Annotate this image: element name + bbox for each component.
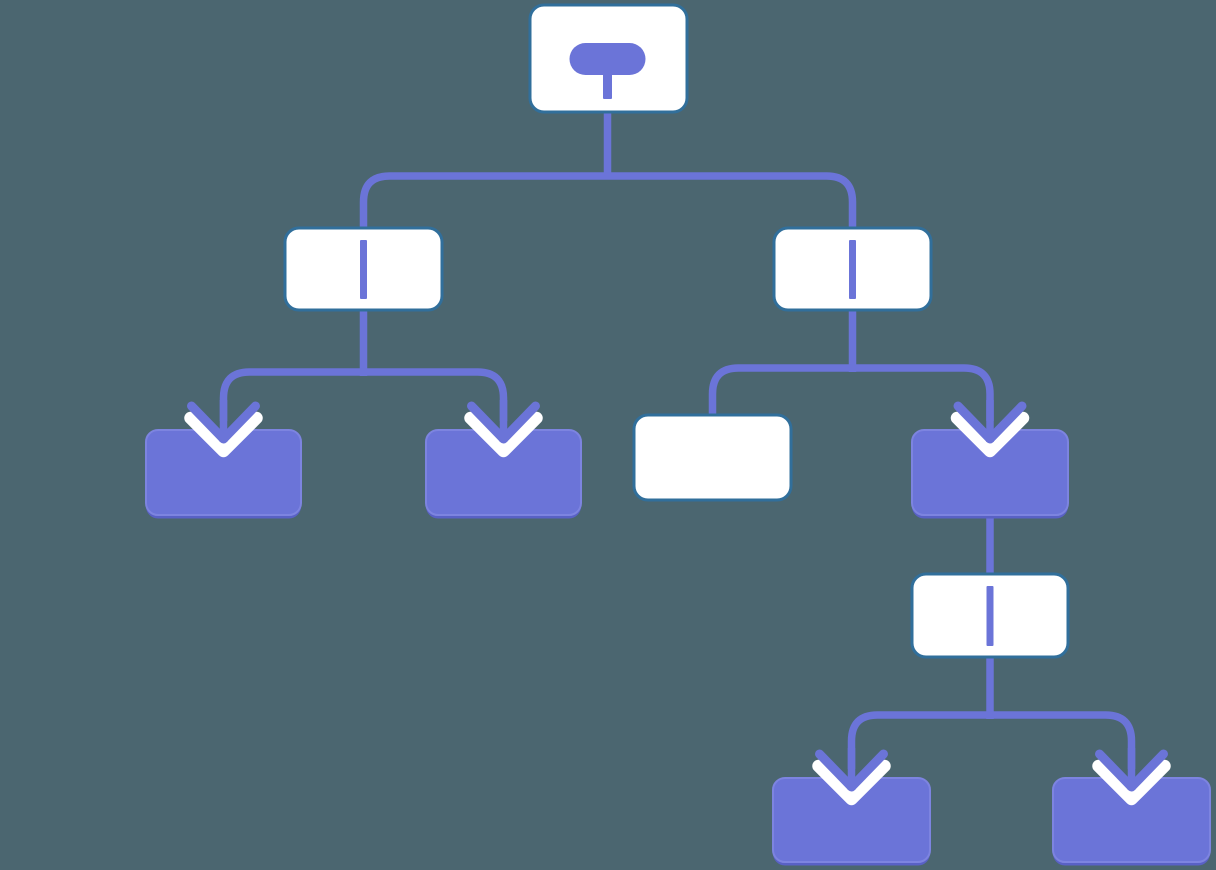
edge-lower-split-bar [847, 711, 1136, 769]
leaf-3-chevron-halo-icon [812, 759, 891, 806]
leaf-1-chevron-arrow-icon [187, 401, 260, 444]
leaf-4-chevron-halo-icon [1092, 759, 1171, 806]
root-node-icon-stem [603, 71, 612, 99]
root-node-icon [569, 43, 646, 75]
collapsed-parent-chevron-halo-icon [950, 411, 1030, 458]
branch-lower-through-line-icon [986, 586, 994, 646]
leaf-4-chevron-arrow-icon [1095, 749, 1168, 792]
edge-right-split-bar [708, 364, 994, 421]
edge-root-split-bar [359, 172, 857, 228]
node-empty[interactable] [632, 413, 793, 502]
collapsed-parent-chevron-arrow-icon [953, 401, 1027, 444]
leaf-2-chevron-arrow-icon [467, 401, 540, 444]
leaf-1-chevron-halo-icon [184, 411, 263, 458]
edge-left-split-bar [219, 368, 508, 421]
leaf-3-chevron-arrow-icon [815, 749, 888, 792]
branch-right-through-line-icon [849, 240, 856, 299]
branch-left-through-line-icon [360, 240, 367, 299]
leaf-2-chevron-halo-icon [464, 411, 543, 458]
